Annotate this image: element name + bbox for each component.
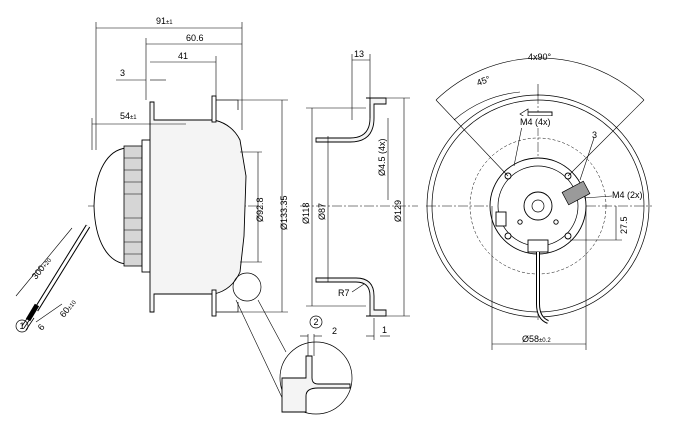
ref-1-label: 1 bbox=[20, 321, 25, 331]
dim-60-6: 60.6 bbox=[186, 33, 204, 43]
side-view: 91±1 60.6 41 3 54±1 Ø92.8 Ø133.35 300+20… bbox=[15, 16, 289, 333]
dim-wire-6: 6 bbox=[36, 322, 47, 332]
dim-3: 3 bbox=[120, 68, 125, 78]
dim-dia-133-35: Ø133.35 bbox=[279, 195, 289, 230]
ref-1-circle bbox=[15, 319, 29, 333]
section-view: 13 Ø118 Ø87 Ø4.5 (4x) Ø129 R7 1 bbox=[300, 49, 418, 340]
shaft bbox=[523, 191, 553, 221]
dim-cable-300: 300+20 bbox=[30, 255, 54, 282]
dim-91: 91±1 bbox=[156, 16, 173, 26]
dim-4x90: 4x90° bbox=[528, 52, 552, 62]
rotation-arrow bbox=[525, 111, 553, 117]
label-m4-2x: M4 (2x) bbox=[612, 190, 643, 200]
dim-holes: Ø4.5 (4x) bbox=[377, 138, 387, 176]
dim-41: 41 bbox=[178, 51, 188, 61]
front-view: 4x90° 45° 3 M4 (4x) M4 (2x) 27.5 Ø58±0.2 bbox=[426, 52, 652, 350]
impeller-housing bbox=[149, 101, 247, 313]
dim-dia-87: Ø87 bbox=[317, 203, 327, 220]
side-dimensions bbox=[15, 22, 288, 323]
dim-strip-60: 60±10 bbox=[58, 297, 79, 319]
detail-circle bbox=[232, 272, 262, 302]
detail-view: 2 2 bbox=[235, 299, 353, 415]
dim-dia-92-8: Ø92.8 bbox=[255, 197, 265, 222]
dim-54: 54±1 bbox=[120, 111, 137, 121]
dim-r7: R7 bbox=[338, 288, 350, 298]
dim-dia-129: Ø129 bbox=[393, 200, 403, 222]
ref-3: 3 bbox=[592, 130, 597, 140]
housing-section bbox=[315, 97, 387, 143]
motor-rotor bbox=[123, 145, 143, 267]
label-m4-4x: M4 (4x) bbox=[520, 117, 551, 127]
ref-2-label: 2 bbox=[314, 317, 319, 327]
dim-45: 45° bbox=[475, 74, 492, 88]
dim-13: 13 bbox=[354, 49, 364, 59]
dim-2: 2 bbox=[332, 326, 337, 336]
rotor-ribs bbox=[124, 157, 142, 255]
dim-27-5: 27.5 bbox=[619, 216, 629, 234]
dim-1: 1 bbox=[382, 325, 387, 335]
connector bbox=[561, 180, 591, 206]
dim-hub-58: Ø58±0.2 bbox=[522, 334, 551, 344]
ref-2-circle bbox=[309, 315, 323, 329]
motor-body bbox=[93, 147, 127, 265]
dim-dia-118: Ø118 bbox=[301, 203, 311, 224]
